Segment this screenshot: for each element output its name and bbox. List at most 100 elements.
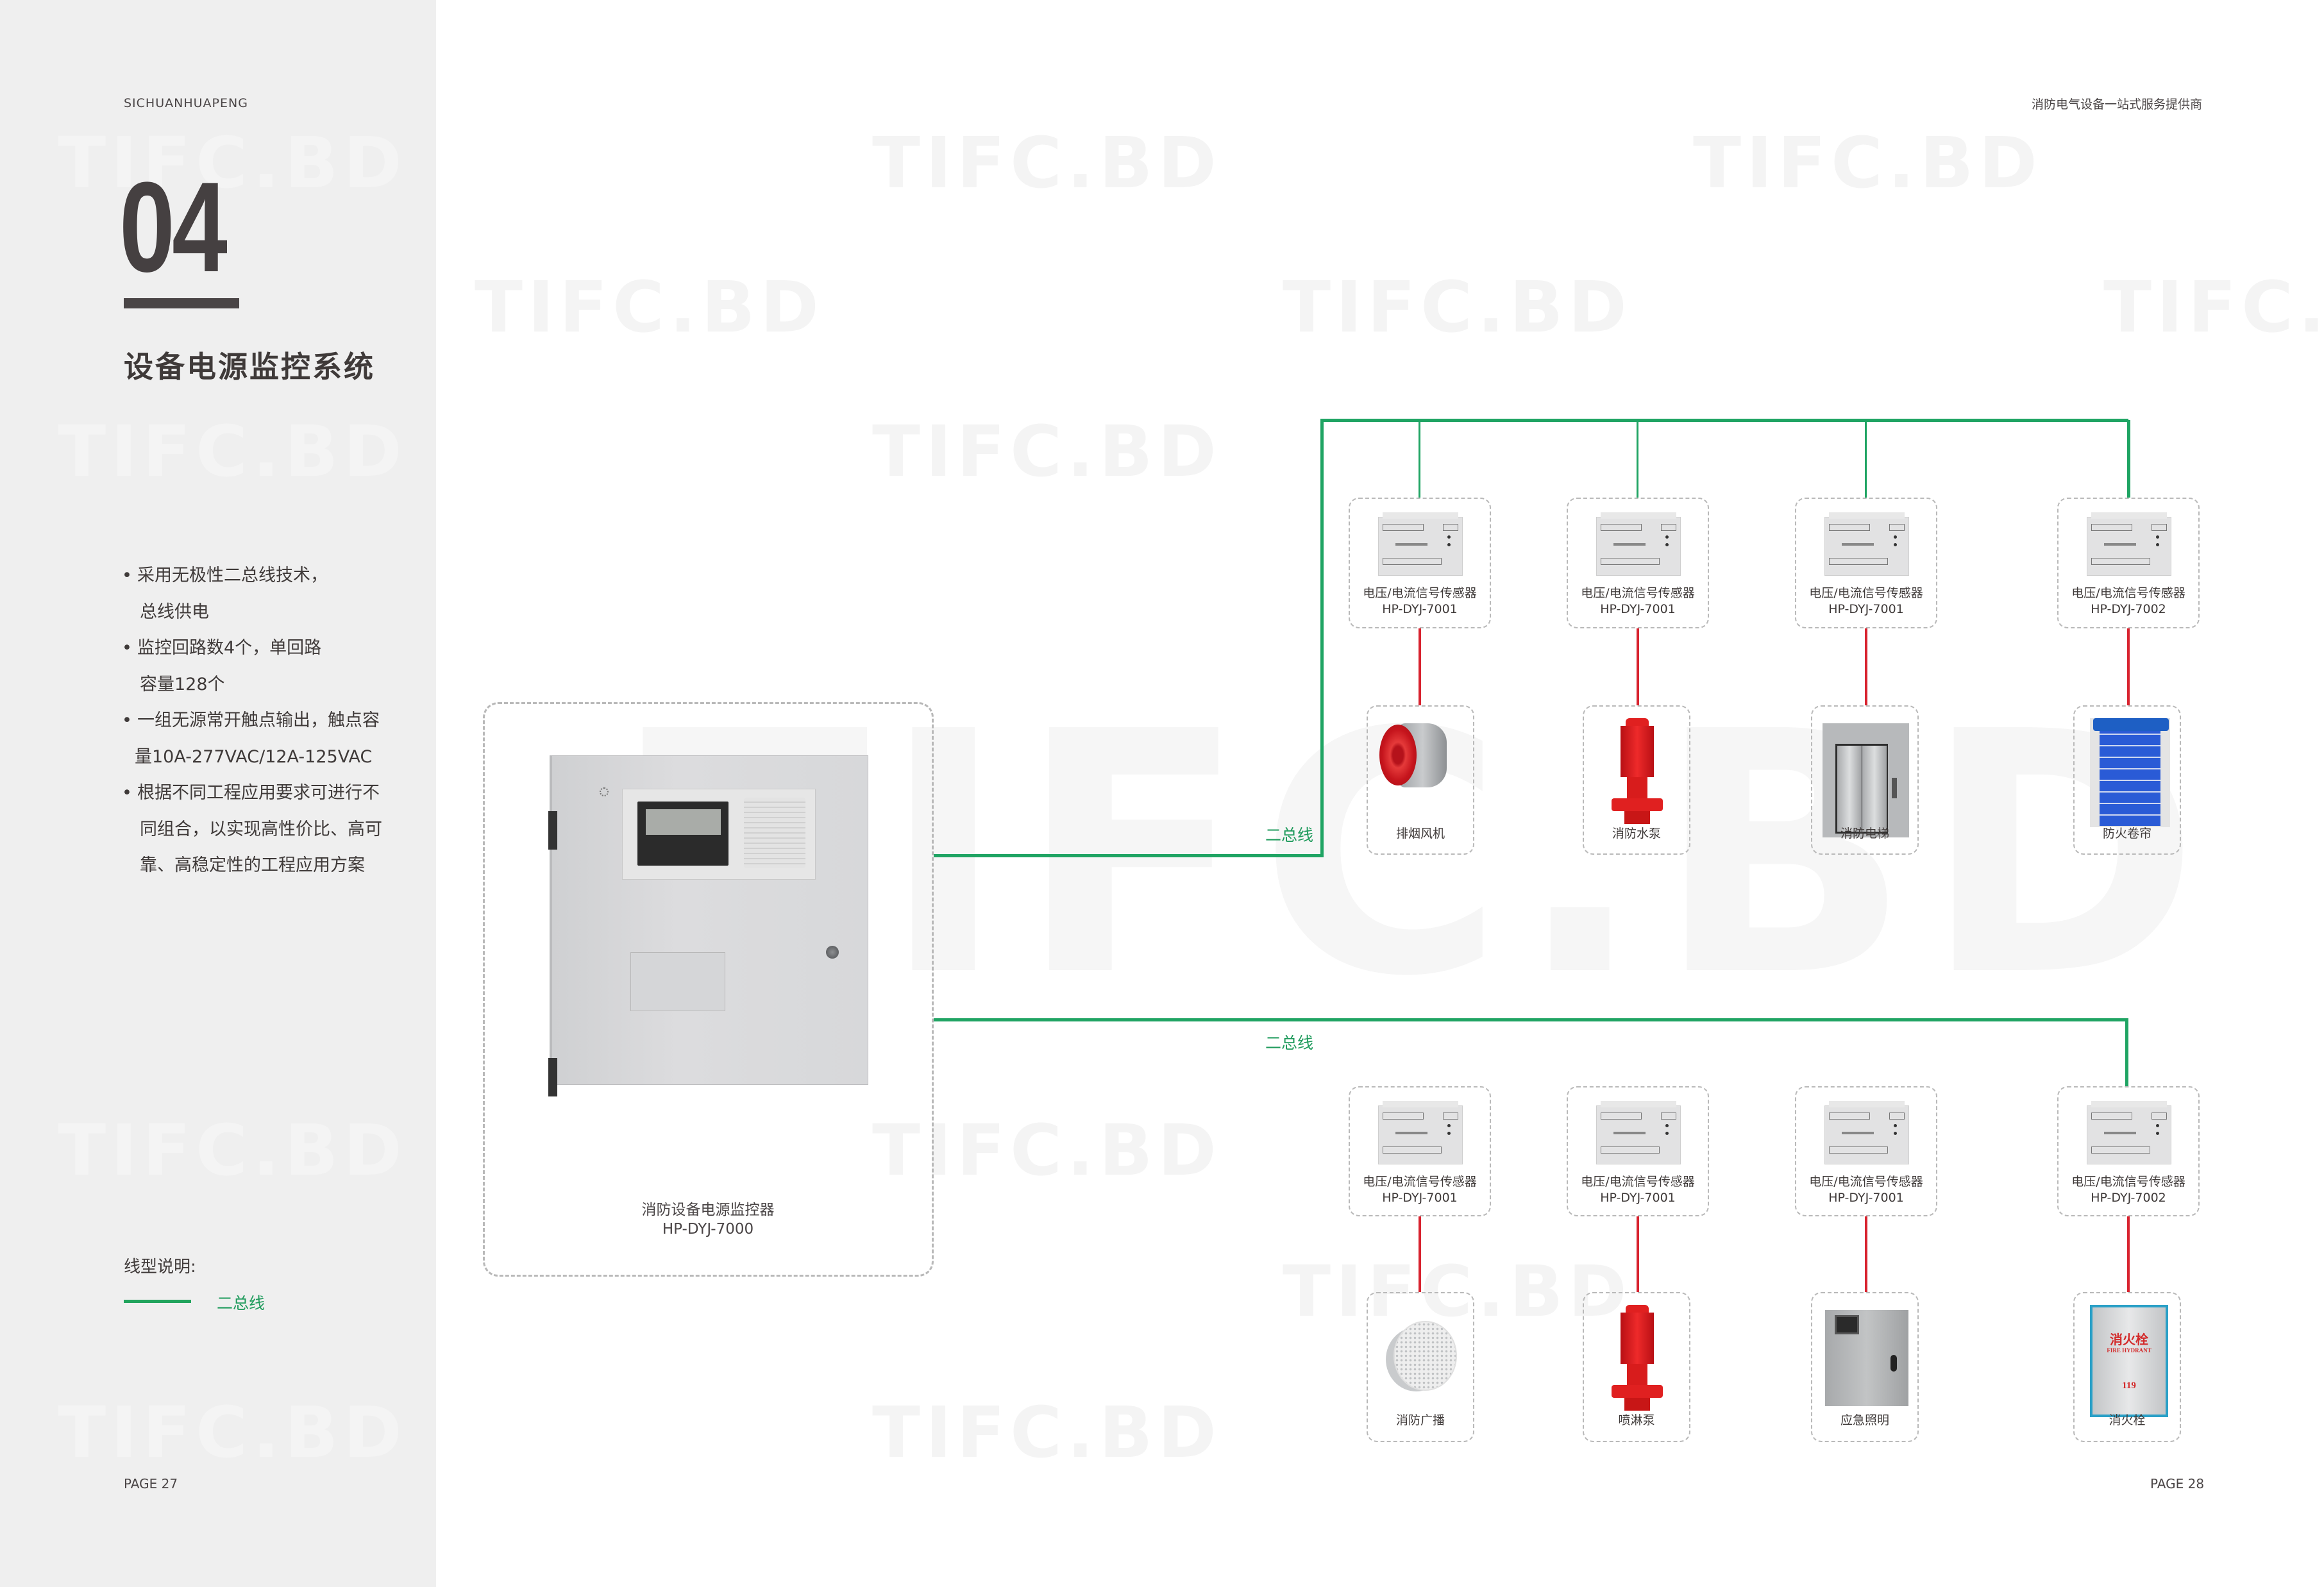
device-box[interactable] — [1811, 1292, 1919, 1442]
bus-1-drop — [1419, 420, 1420, 498]
feature-list: •采用无极性二总线技术， 总线供电 •监控回路数4个，单回路 容量128个 •一… — [122, 558, 404, 884]
device-name: 喷淋泵 — [1618, 1413, 1655, 1427]
sensor-device-link — [1865, 628, 1867, 705]
sensor-model: HP-DYJ-7001 — [1828, 602, 1904, 616]
device-name: 消防电梯 — [1840, 827, 1889, 841]
device-name: 消防水泵 — [1612, 827, 1661, 841]
hinge-icon — [548, 811, 557, 850]
sensor-model: HP-DYJ-7001 — [1600, 602, 1676, 616]
sensor-model: HP-DYJ-7001 — [1828, 1191, 1904, 1205]
tagline: 消防电气设备一站式服务提供商 — [2032, 97, 2203, 112]
voltage-current-sensor-icon — [1596, 512, 1681, 576]
smoke-exhaust-fan-icon — [1367, 705, 1474, 855]
sensor-device-link — [1419, 628, 1421, 705]
legend-bus-label: 二总线 — [217, 1294, 265, 1313]
sensor-name: 电压/电流信号传感器 — [2071, 586, 2185, 600]
bus-1-drop — [1637, 420, 1638, 498]
sensor-model: HP-DYJ-7002 — [2091, 1191, 2166, 1205]
watermark: TIFC.BD — [1283, 266, 1632, 348]
voltage-current-sensor-icon — [1824, 512, 1909, 576]
voltage-current-sensor-icon — [1824, 1101, 1909, 1164]
voltage-current-sensor-icon — [1378, 512, 1463, 576]
fire-shutter-icon — [2073, 705, 2181, 855]
bus-1-label: 二总线 — [1265, 826, 1314, 844]
bus-1-line-riser — [1320, 419, 1324, 857]
device-name: 防火卷帘 — [2102, 827, 2151, 841]
sensor-name: 电压/电流信号传感器 — [1809, 586, 1923, 600]
bus-1-drop — [2127, 420, 2130, 498]
feature-item: •监控回路数4个，单回路 — [122, 638, 322, 658]
sensor-box[interactable] — [1795, 1086, 1937, 1216]
feature-text: 监控回路数4个，单回路 — [137, 638, 322, 658]
bus-1-drop — [1865, 420, 1867, 498]
fire-hydrant-cabinet-icon: 消火栓 FIRE HYDRANT 119 — [2073, 1292, 2181, 1442]
section-title: 设备电源监控系统 — [124, 349, 375, 384]
fire-speaker-icon — [1367, 1292, 1474, 1442]
controller-name: 消防设备电源监控器 — [641, 1202, 775, 1218]
page-number-left: PAGE 27 — [124, 1476, 178, 1491]
feature-item-cont: 容量128个 — [140, 674, 225, 694]
legend-title: 线型说明: — [124, 1257, 196, 1277]
sensor-device-link — [1865, 1216, 1867, 1292]
device-box[interactable] — [1811, 705, 1919, 855]
hydrant-sign-phone: 119 — [2122, 1381, 2136, 1391]
fire-water-pump-icon — [1583, 705, 1690, 855]
lcd-screen — [646, 809, 721, 835]
feature-text: 根据不同工程应用要求可进行不 — [137, 783, 380, 803]
feature-text: 采用无极性二总线技术， — [137, 566, 328, 585]
sensor-box[interactable] — [2057, 1086, 2200, 1216]
watermark: TIFC.BD — [872, 122, 1222, 204]
device-box[interactable] — [1367, 705, 1474, 855]
watermark: TIFC.BD — [1693, 122, 2042, 204]
hydrant-sign-cn: 消火栓 — [2110, 1332, 2148, 1347]
voltage-current-sensor-icon — [1596, 1101, 1681, 1164]
controller-model: HP-DYJ-7000 — [662, 1221, 754, 1238]
sensor-box[interactable] — [1567, 498, 1709, 628]
section-number-underline — [124, 298, 239, 308]
voltage-current-sensor-icon — [2087, 1101, 2171, 1164]
sensor-model: HP-DYJ-7002 — [2091, 602, 2166, 616]
sensor-name: 电压/电流信号传感器 — [1363, 1175, 1477, 1189]
watermark: TIFC.BD — [475, 266, 824, 348]
sensor-model: HP-DYJ-7001 — [1382, 602, 1458, 616]
voltage-current-sensor-icon — [1378, 1101, 1463, 1164]
printer-icon — [630, 952, 725, 1011]
sensor-model: HP-DYJ-7001 — [1600, 1191, 1676, 1205]
sensor-name: 电压/电流信号传感器 — [1581, 586, 1695, 600]
sensor-box[interactable] — [1349, 1086, 1491, 1216]
device-name: 消火栓 — [2109, 1413, 2146, 1427]
bus-2-line-main — [934, 1018, 2128, 1021]
sensor-box[interactable] — [1349, 498, 1491, 628]
sensor-box[interactable] — [1795, 498, 1937, 628]
buzzer-icon — [600, 787, 609, 796]
sensor-box[interactable] — [2057, 498, 2200, 628]
device-box[interactable] — [1583, 1292, 1690, 1442]
watermark: TIFC.BD — [2103, 266, 2324, 348]
sensor-model: HP-DYJ-7001 — [1382, 1191, 1458, 1205]
device-box[interactable] — [1367, 1292, 1474, 1442]
sensor-box[interactable] — [1567, 1086, 1709, 1216]
sensor-device-link — [1419, 1216, 1421, 1292]
hydrant-sign-en: FIRE HYDRANT — [2107, 1347, 2151, 1354]
device-box[interactable] — [1583, 705, 1690, 855]
sprinkler-pump-icon — [1583, 1292, 1690, 1442]
bus-1-line-main — [1320, 419, 2128, 422]
sensor-name: 电压/电流信号传感器 — [1809, 1175, 1923, 1189]
device-box[interactable] — [2073, 1292, 2181, 1442]
controller-box — [483, 702, 934, 1277]
left-panel — [0, 0, 436, 1587]
device-name: 应急照明 — [1840, 1413, 1889, 1427]
feature-item-cont: 靠、高稳定性的工程应用方案 — [140, 855, 365, 875]
device-name: 消防广播 — [1395, 1413, 1445, 1427]
feature-item: •采用无极性二总线技术， — [122, 566, 328, 585]
device-box[interactable] — [2073, 705, 2181, 855]
legend-bus-line-swatch — [124, 1300, 191, 1303]
sensor-device-link — [1637, 628, 1639, 705]
brand-name: SICHUANHUAPENG — [124, 96, 248, 110]
bus-1-line-out — [934, 854, 1324, 857]
sensor-name: 电压/电流信号传感器 — [1363, 586, 1477, 600]
sensor-name: 电压/电流信号传感器 — [2071, 1175, 2185, 1189]
feature-item-cont: 量10A-277VAC/12A-125VAC — [135, 746, 373, 767]
fire-elevator-icon — [1811, 705, 1919, 855]
feature-item-cont: 同组合，以实现高性价比、高可 — [140, 819, 382, 839]
